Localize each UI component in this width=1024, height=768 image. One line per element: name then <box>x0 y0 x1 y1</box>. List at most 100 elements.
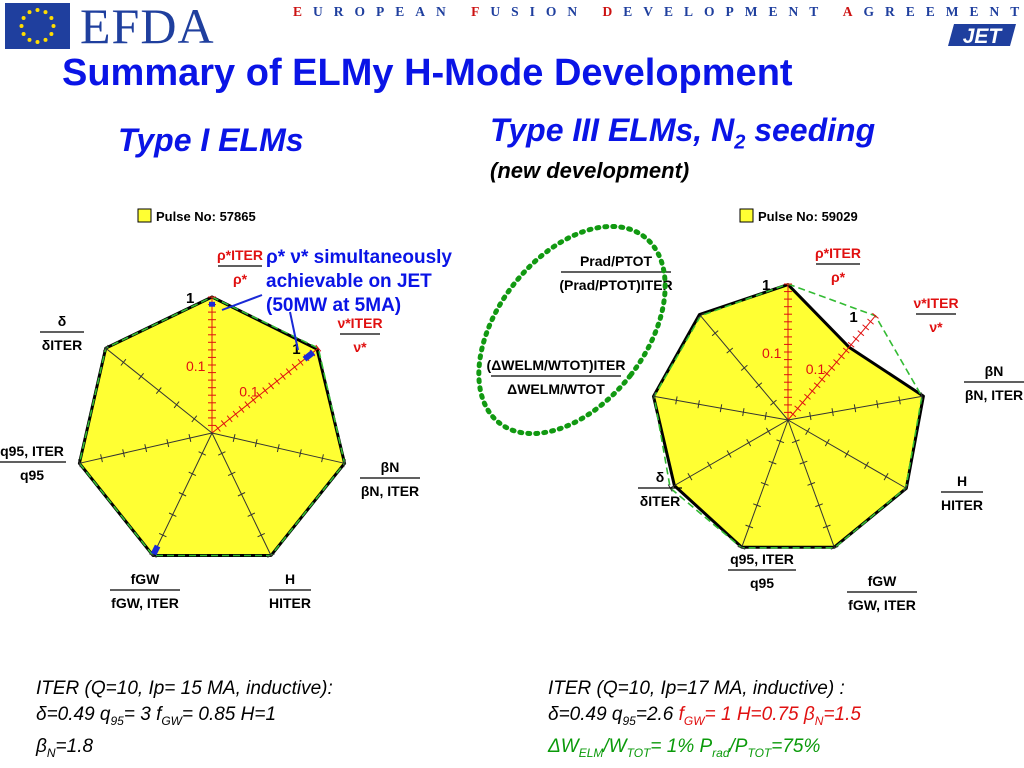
radar-tick <box>824 438 830 447</box>
axis-label-numerator: Prad/PTOT <box>580 253 653 269</box>
axis-label-denominator: HITER <box>941 497 983 513</box>
left-iter-notes: ITER (Q=10, Ip= 15 MA, inductive): δ=0.4… <box>36 676 333 766</box>
radar-tick <box>173 401 180 409</box>
agreement-initial: F <box>471 4 491 19</box>
radar-tick <box>864 461 869 470</box>
left-heading: Type I ELMs <box>118 122 304 158</box>
radar-tick <box>291 363 298 371</box>
agreement-banner: EUROPEAN FUSION DEVELOPMENT AGREEMENT <box>293 4 1019 20</box>
radar-tick <box>138 372 144 380</box>
radar-tick <box>823 370 831 377</box>
axis-label-denominator: ν* <box>929 319 943 335</box>
axis-label-numerator: H <box>957 473 967 489</box>
radar-tick <box>78 459 81 468</box>
radar-tick <box>343 459 346 468</box>
eu-star <box>35 8 40 12</box>
axis-label-denominator: HITER <box>269 595 311 611</box>
efda-logo: EFDA <box>80 0 215 54</box>
radar-tick <box>755 382 763 389</box>
axis-label-numerator: H <box>285 571 295 587</box>
radar-tick <box>227 471 236 477</box>
eu-star <box>43 10 48 15</box>
radar-chart-right: Pulse No: 590290.10.111ρ*ITERρ*ν*ITERν*β… <box>476 208 1024 613</box>
radar-tick <box>321 454 324 463</box>
achievable-range-bar <box>150 544 161 556</box>
right-iter-notes: ITER (Q=10, Ip=17 MA, inductive) : δ=0.4… <box>548 676 861 766</box>
radar-tick <box>776 439 785 444</box>
axis-label-numerator: q95, ITER <box>0 443 64 459</box>
axis-label-numerator: (ΔWELM/WTOT)ITER <box>487 357 626 373</box>
agreement-rest: EVELOPMENT <box>623 4 843 19</box>
eu-stars-icon <box>5 3 70 49</box>
radar-tick <box>697 400 700 409</box>
radar-tick <box>764 412 767 421</box>
axis-label: (ΔWELM/WTOT)ITER ΔWELM/WTOT <box>487 357 626 397</box>
radar-tick <box>872 312 879 319</box>
radar-tick <box>188 433 192 443</box>
scale-tick-label: 0.1 <box>762 345 782 361</box>
radar-tick <box>687 472 693 481</box>
eu-star <box>27 10 32 15</box>
axis-label-denominator: βN, ITER <box>965 387 1023 403</box>
radar-tick <box>809 412 812 421</box>
eu-star <box>21 32 26 36</box>
radar-tick <box>828 364 836 371</box>
achievable-range-bar <box>302 349 316 362</box>
radar-tick <box>898 396 901 405</box>
agreement-initial: E <box>293 4 314 19</box>
axis-label-numerator: q95, ITER <box>730 551 794 567</box>
right-heading: Type III ELMs, N2 seeding <box>490 112 875 154</box>
radar-tick <box>198 451 207 456</box>
annotation-line-2: achievable on JET <box>266 271 432 292</box>
radar-tick <box>726 347 734 354</box>
radar-tick <box>256 391 263 399</box>
radar-tick <box>188 471 197 477</box>
radar-tick <box>737 545 746 550</box>
axis-label-denominator: δITER <box>640 493 680 509</box>
radar-tick <box>168 512 177 517</box>
eu-star <box>49 32 54 36</box>
radar-tick <box>844 450 850 458</box>
radar-tick <box>299 449 302 458</box>
right-heading-subscript: 2 <box>734 131 746 154</box>
radar-tick <box>831 408 834 417</box>
radar-tick <box>740 364 748 371</box>
radar-tick <box>232 410 239 418</box>
radar-tick <box>122 449 125 458</box>
radar-tick <box>822 524 831 529</box>
axis-label-denominator: fGW, ITER <box>111 595 179 611</box>
right-heading-main: Type III ELMs, N <box>490 112 735 148</box>
axis-label-denominator: (Prad/PTOT)ITER <box>559 277 672 293</box>
radar-tick <box>226 415 233 423</box>
radar-tick <box>697 312 704 319</box>
axis-label-numerator: fGW <box>131 571 161 587</box>
radar-tick <box>726 450 732 458</box>
axis-label-numerator: ν*ITER <box>337 315 382 331</box>
jet-logo-text: JET <box>963 25 1004 48</box>
highlight-ellipse <box>476 223 668 437</box>
axis-label: H HITER <box>941 473 983 513</box>
radar-tick <box>274 377 280 385</box>
right-note-line-2: δ=0.49 q95=2.6 fGW= 1 H=0.75 βN=1.5 <box>548 704 861 728</box>
radar-tick <box>920 392 924 401</box>
radar-tick <box>813 382 821 389</box>
axis-label-denominator: ρ* <box>831 269 846 285</box>
pulse-number-label: Pulse No: 59029 <box>758 209 858 224</box>
left-note-line-2: δ=0.49 q95= 3 fGW= 0.85 H=1 <box>36 704 277 728</box>
radar-tick <box>232 433 236 443</box>
radar-tick <box>155 387 162 395</box>
axis-label-denominator: ΔWELM/WTOT <box>507 381 605 397</box>
iter-reference-polygon <box>653 283 923 549</box>
radar-tick <box>280 372 286 380</box>
annotation-line-3: (50MW at 5MA) <box>266 295 402 316</box>
annotation-line-1-text: simultaneously <box>308 247 452 268</box>
radar-tick <box>903 484 909 492</box>
radar-tick <box>746 438 752 447</box>
